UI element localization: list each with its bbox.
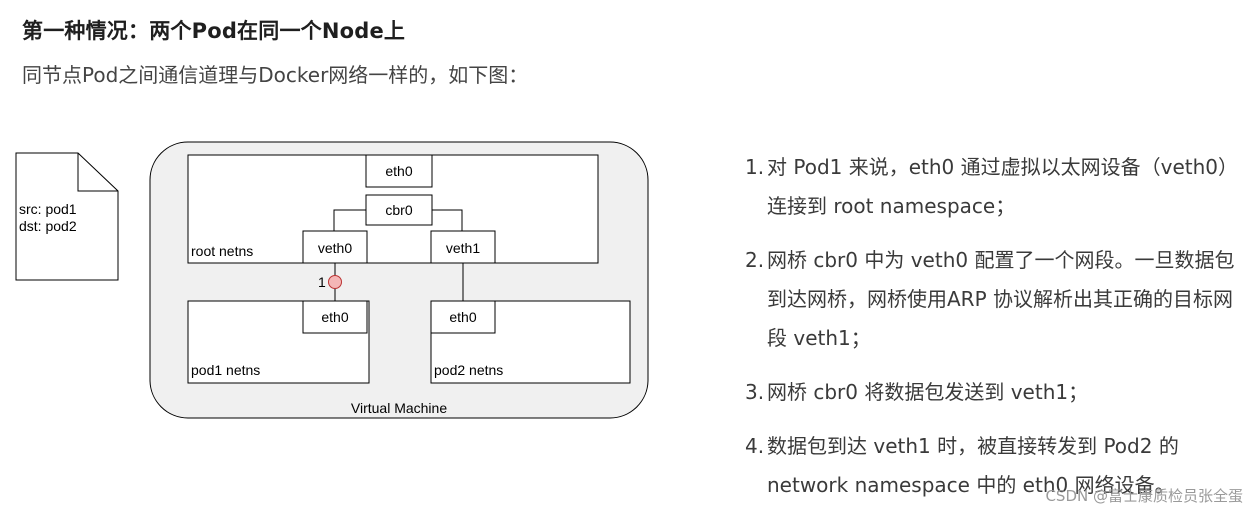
pod2-eth0-box — [430, 300, 496, 334]
veth0-label: veth0 — [318, 240, 352, 256]
list-item-text: 对 Pod1 来说，eth0 通过虚拟以太网设备（veth0）连接到 root … — [767, 155, 1239, 218]
root-eth0-label: eth0 — [385, 163, 412, 179]
list-item-text: 数据包到达 veth1 时，被直接转发到 Pod2 的 network name… — [767, 434, 1179, 497]
cbr0-label: cbr0 — [385, 202, 412, 218]
list-item-text: 网桥 cbr0 将数据包发送到 veth1； — [767, 380, 1089, 404]
list-item: 4. 数据包到达 veth1 时，被直接转发到 Pod2 的 network n… — [745, 427, 1245, 505]
veth1-box — [430, 230, 496, 264]
step-marker — [328, 275, 342, 289]
pod2-netns-label: pod2 netns — [434, 362, 503, 378]
packet-dst: dst: pod2 — [19, 218, 77, 234]
root-netns-label: root netns — [191, 243, 253, 259]
list-item-number: 3. — [745, 380, 765, 404]
cbr0-box — [365, 194, 433, 226]
list-item-text: 网桥 cbr0 中为 veth0 配置了一个网段。一旦数据包到达网桥，网桥使用A… — [767, 248, 1235, 350]
veth1-label: veth1 — [446, 240, 480, 256]
section-heading: 第一种情况：两个Pod在同一个Node上 — [22, 19, 406, 43]
pod1-eth0-box — [302, 300, 368, 334]
step-marker-number: 1 — [318, 274, 326, 290]
list-item: 3. 网桥 cbr0 将数据包发送到 veth1； — [745, 373, 1245, 412]
root-eth0-box — [365, 154, 433, 188]
list-item-number: 1. — [745, 155, 765, 179]
list-item: 2. 网桥 cbr0 中为 veth0 配置了一个网段。一旦数据包到达网桥，网桥… — [745, 241, 1245, 358]
list-item: 1. 对 Pod1 来说，eth0 通过虚拟以太网设备（veth0）连接到 ro… — [745, 148, 1245, 226]
csdn-watermark: CSDN @富士康质检员张全蛋 — [1045, 487, 1243, 505]
packet-src: src: pod1 — [19, 201, 77, 217]
pod1-eth0-label: eth0 — [321, 309, 348, 325]
intro-text: 同节点Pod之间通信道理与Docker网络一样的，如下图： — [22, 63, 529, 87]
packet-document: src: pod1 dst: pod2 — [15, 152, 119, 281]
pod2-eth0-label: eth0 — [449, 309, 476, 325]
network-diagram: src: pod1 dst: pod2 Virtual Machine root… — [15, 141, 649, 419]
virtual-machine-label: Virtual Machine — [351, 400, 447, 416]
pod1-netns-label: pod1 netns — [191, 362, 260, 378]
bridge-connectors — [333, 209, 463, 231]
list-item-number: 2. — [745, 248, 765, 272]
list-item-number: 4. — [745, 434, 765, 458]
veth0-box — [302, 230, 368, 264]
steps-list: 1. 对 Pod1 来说，eth0 通过虚拟以太网设备（veth0）连接到 ro… — [745, 148, 1245, 520]
